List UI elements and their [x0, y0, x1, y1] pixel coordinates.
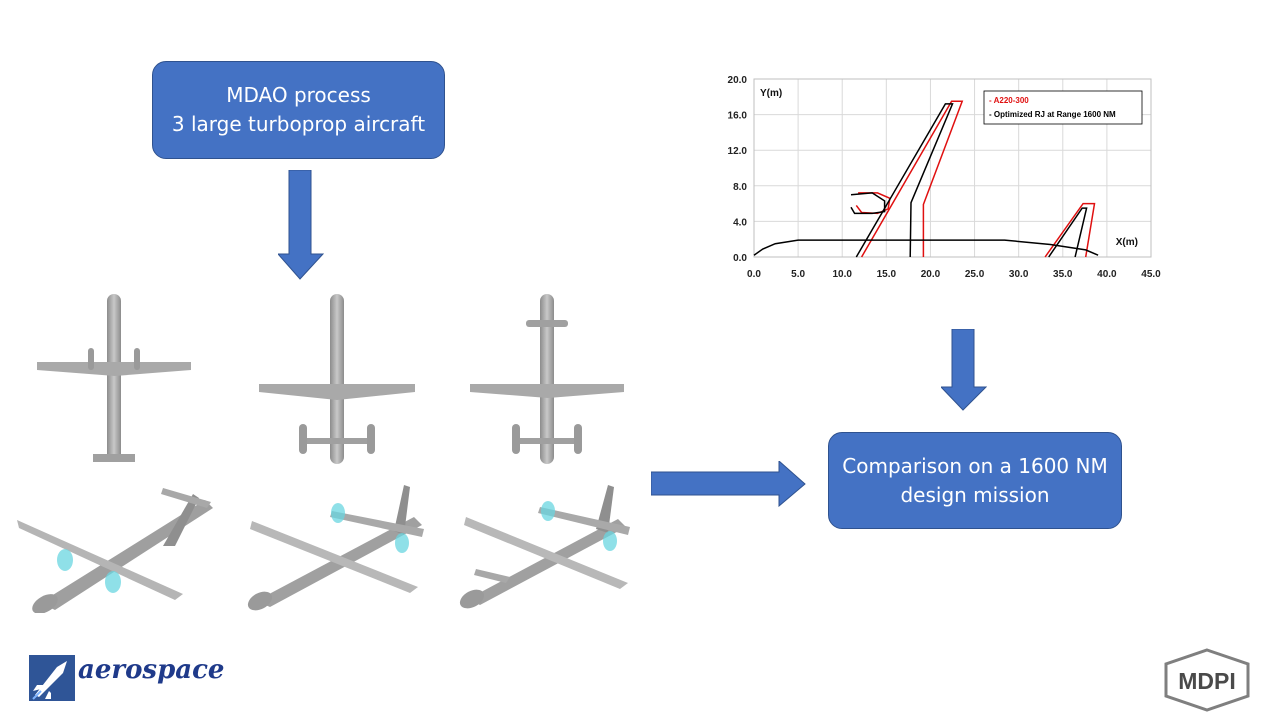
right-arrow-compare [651, 461, 806, 507]
mdao-process-line2: 3 large turboprop aircraft [171, 112, 426, 136]
x-tick-label: 10.0 [832, 269, 852, 280]
y-tick-label: 16.0 [728, 111, 748, 122]
down-arrow-process [278, 170, 324, 280]
aircraft-iso-view-3 [459, 485, 630, 609]
x-tick-label: 35.0 [1053, 269, 1073, 280]
y-axis-label: Y(m) [760, 88, 782, 99]
y-tick-label: 0.0 [733, 253, 747, 264]
series-1-outline [1048, 207, 1088, 258]
comparison-line2: design mission [900, 482, 1050, 507]
plot-frame [753, 78, 1152, 258]
y-tick-label: 8.0 [733, 182, 747, 193]
y-tick-label: 4.0 [733, 217, 747, 228]
x-axis-label: X(m) [1116, 237, 1138, 248]
comparison-line1: Comparison on a 1600 NM [842, 453, 1108, 478]
mdpi-logo-text: MDPI [1178, 668, 1236, 694]
series-0-outline [855, 192, 891, 215]
legend-box [983, 90, 1143, 125]
planform-chart: 0.0 5.0 10.0 15.0 20.0 25.0 30.0 35.0 40.0 45.0 0.… [720, 68, 1180, 290]
series-1-outline [855, 103, 954, 258]
mdao-process-line1: MDAO process [226, 83, 371, 107]
series-0-outline [1044, 202, 1096, 258]
y-tick-label: 12.0 [728, 146, 748, 157]
aircraft-top-view-2 [259, 294, 415, 464]
x-tick-label: 40.0 [1097, 269, 1117, 280]
x-tick-label: 15.0 [877, 269, 897, 280]
y-tick-label: 20.0 [728, 75, 748, 86]
comparison-box: Comparison on a 1600 NM design mission [828, 432, 1122, 529]
series-1-outline [753, 239, 1099, 256]
aerospace-journal-name: aerospace [78, 655, 225, 685]
series-1-outline [850, 192, 886, 215]
planform-chart-svg: 0.0 5.0 10.0 15.0 20.0 25.0 30.0 35.0 40.0 45.0 0.… [728, 75, 1162, 280]
x-tick-label: 45.0 [1141, 269, 1161, 280]
mdao-process-box: MDAO process 3 large turboprop aircraft [152, 61, 445, 159]
x-tick-label: 30.0 [1009, 269, 1029, 280]
x-tick-label: 20.0 [921, 269, 941, 280]
aircraft-top-view-3 [470, 294, 624, 464]
legend-entry: - Optimized RJ at Range 1600 NM [989, 110, 1116, 119]
legend-entry: - A220-300 [989, 96, 1029, 105]
aircraft-iso-view-2 [247, 485, 424, 611]
x-tick-label: 5.0 [791, 269, 805, 280]
aircraft-iso-view-1 [17, 488, 213, 613]
x-tick-label: 25.0 [965, 269, 985, 280]
aerospace-logo-icon [29, 655, 75, 701]
down-arrow-chart [941, 329, 987, 411]
x-tick-label: 0.0 [747, 269, 761, 280]
aircraft-top-view-1 [37, 294, 191, 462]
mdpi-logo-icon: MDPI [1164, 648, 1250, 712]
series-0-outline [860, 100, 964, 258]
